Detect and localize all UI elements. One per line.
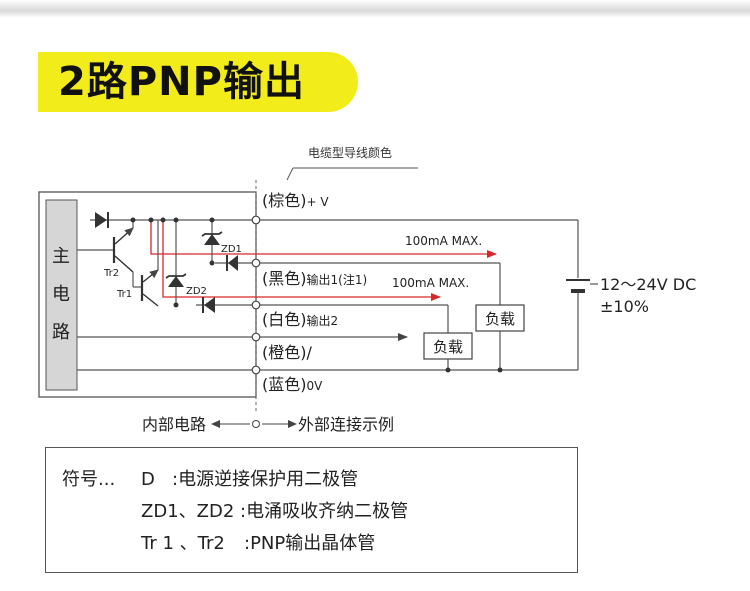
supply-tolerance-label: ±10%	[600, 297, 649, 316]
legend-desc-d: :电源逆接保护用二极管	[172, 469, 359, 490]
blue-wire-label: (蓝色)0V	[262, 375, 323, 394]
main-circuit-char-1: 主	[52, 246, 70, 267]
terminal-black	[251, 258, 261, 268]
zd2-zener	[168, 276, 184, 287]
legend-symbol-tr: Tr 1 、Tr2	[141, 533, 225, 554]
tr2-emitter	[114, 227, 134, 245]
page-title: 2路PNP输出	[58, 59, 305, 105]
junction-dot	[445, 367, 451, 373]
brown-wire-label: (棕色)+ V	[262, 191, 329, 210]
load-box-1-label: 负载	[433, 338, 463, 356]
terminal-orange	[251, 332, 261, 342]
load-box-2-label: 负载	[485, 310, 515, 328]
output2-current-label: 100mA MAX.	[392, 276, 469, 290]
main-circuit-char-3: 路	[52, 322, 70, 343]
cable-header-text: 电缆型导线颜色	[308, 145, 392, 160]
output1-diode	[228, 255, 238, 271]
main-circuit-char-2: 电	[52, 284, 70, 305]
output1-current-label: 100mA MAX.	[405, 234, 482, 248]
junction-dot	[173, 302, 179, 308]
junction-dot	[209, 260, 215, 266]
legend-desc-tr: :PNP输出晶体管	[244, 533, 376, 554]
junction-dot	[130, 217, 136, 223]
output2-current-arrow	[162, 222, 441, 301]
legend-symbol-zd: ZD1、ZD2	[141, 501, 235, 522]
junction-dot	[160, 217, 166, 223]
internal-circuit-label: 内部电路	[142, 415, 206, 434]
terminal-brown	[251, 215, 261, 225]
tr2-collector	[114, 255, 134, 273]
legend-symbol-d: D	[141, 469, 155, 490]
legend-box	[45, 447, 578, 573]
terminal-white	[251, 300, 261, 310]
legend-desc-zd: :电涌吸收齐纳二极管	[240, 501, 409, 522]
boundary-arrow-center	[252, 420, 260, 428]
title-banner	[38, 52, 358, 112]
black-wire-label: (黑色)输出1(注1)	[262, 269, 367, 288]
tr1-collector	[142, 293, 159, 307]
white-wire-label: (白色)输出2	[262, 310, 338, 329]
legend-heading: 符号...	[62, 469, 116, 490]
zd1-zener-bar	[201, 231, 223, 237]
junction-dot	[148, 217, 154, 223]
junction-dot	[209, 217, 215, 223]
tr1-emitter	[142, 269, 159, 283]
tr2-label: Tr2	[103, 268, 119, 279]
output2-diode	[204, 297, 215, 313]
diode-d	[95, 212, 107, 228]
tr1-label: Tr1	[116, 289, 132, 300]
terminal-blue	[251, 365, 261, 375]
zd2-zener-bar	[165, 273, 187, 279]
load-box-2	[475, 304, 525, 332]
external-connection-label: 外部连接示例	[298, 415, 394, 434]
junction-dot	[497, 367, 503, 373]
zd2-label: ZD2	[186, 286, 207, 297]
zd1-zener	[204, 234, 220, 245]
junction-dot	[173, 217, 179, 223]
output1-current-arrow	[150, 222, 497, 258]
load-box-1	[423, 332, 473, 360]
supply-voltage-label: 12～24V DC	[600, 275, 696, 294]
orange-wire-label: (橙色)/	[262, 343, 313, 362]
top-shadow-bar	[0, 0, 750, 18]
zd1-label: ZD1	[221, 244, 242, 255]
main-circuit-box	[45, 199, 78, 391]
cable-header-tick	[286, 167, 294, 181]
